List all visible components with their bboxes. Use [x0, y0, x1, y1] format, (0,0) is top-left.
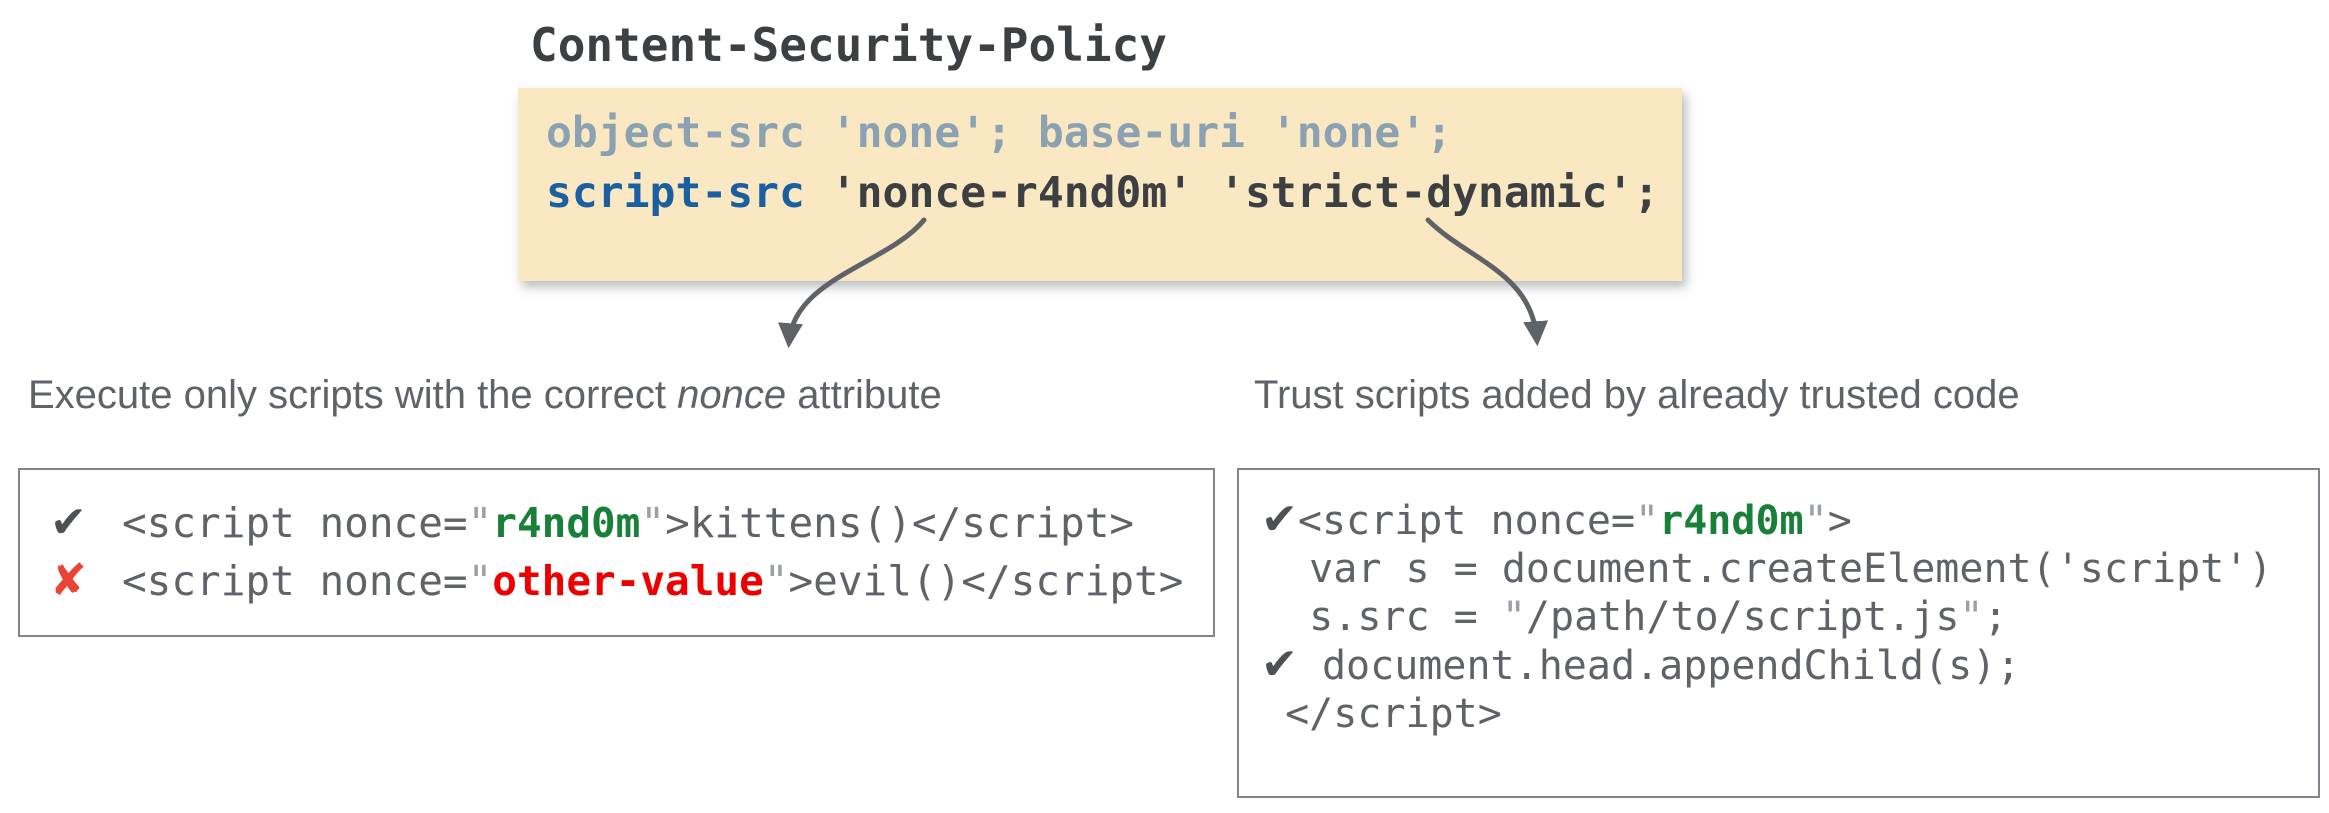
nonce-value-good: r4nd0m [492, 499, 641, 547]
script-close-line: </script> [1261, 691, 1502, 737]
quote-char: " [1803, 498, 1828, 544]
code-text: <script nonce= [1297, 498, 1636, 544]
quote-char: " [763, 557, 789, 605]
page-title: Content-Security-Policy [530, 18, 1167, 72]
script-path: /path/to/script.js [1525, 594, 1960, 640]
allowed-script-row: ✔<script nonce="r4nd0m">kittens()</scrip… [50, 494, 1213, 552]
nonce-caption: Execute only scripts with the correct no… [28, 372, 942, 418]
quote-char: " [1501, 594, 1526, 640]
strict-dynamic-caption: Trust scripts added by already trusted c… [1254, 373, 2020, 417]
quote-char: " [467, 499, 493, 547]
strict-dynamic-example-box: ✔<script nonce="r4nd0m"> var s = documen… [1237, 468, 2320, 798]
append-child-line: ✔ document.head.appendChild(s); [1261, 641, 2318, 690]
policy-line1-text: object-src 'none'; base-uri 'none'; [546, 108, 1453, 158]
nonce-example-box: ✔<script nonce="r4nd0m">kittens()</scrip… [18, 468, 1215, 637]
code-text: >evil()</script> [788, 557, 1184, 605]
code-text: > [1827, 498, 1852, 544]
code-text: s.src = [1261, 594, 1502, 640]
nonce-value-bad: other-value [492, 557, 764, 605]
nonce-caption-after: attribute [786, 373, 942, 417]
code-text: >kittens()</script> [665, 499, 1135, 547]
code-text: document.head.appendChild(s); [1297, 643, 2021, 689]
check-icon: ✔ [1261, 494, 1298, 545]
policy-line-object-src: object-src 'none'; base-uri 'none'; [546, 103, 1660, 163]
blocked-script-row: ✘<script nonce="other-value">evil()</scr… [50, 552, 1213, 610]
script-open-line: ✔<script nonce="r4nd0m"> [1261, 496, 2318, 545]
create-element-line: var s = document.createElement('script') [1261, 546, 2273, 592]
check-icon: ✔ [50, 497, 87, 548]
cross-icon: ✘ [50, 555, 87, 606]
src-assign-line: s.src = "/path/to/script.js"; [1261, 593, 2318, 641]
quote-char: " [467, 557, 493, 605]
script-src-directive: script-src [546, 168, 805, 218]
nonce-value-good: r4nd0m [1659, 498, 1804, 544]
code-text: <script nonce= [122, 499, 468, 547]
quote-char: " [1635, 498, 1660, 544]
nonce-caption-before: Execute only scripts with the correct [28, 373, 678, 417]
check-icon: ✔ [1261, 639, 1298, 690]
quote-char: " [1959, 594, 1984, 640]
code-text: <script nonce= [122, 557, 468, 605]
csp-policy-box: object-src 'none'; base-uri 'none'; scri… [518, 88, 1682, 281]
script-src-values: 'nonce-r4nd0m' 'strict-dynamic'; [804, 168, 1660, 218]
policy-line-script-src: script-src 'nonce-r4nd0m' 'strict-dynami… [546, 163, 1660, 223]
quote-char: " [640, 499, 666, 547]
code-text: ; [1983, 594, 2008, 640]
nonce-caption-em: nonce [677, 373, 787, 417]
